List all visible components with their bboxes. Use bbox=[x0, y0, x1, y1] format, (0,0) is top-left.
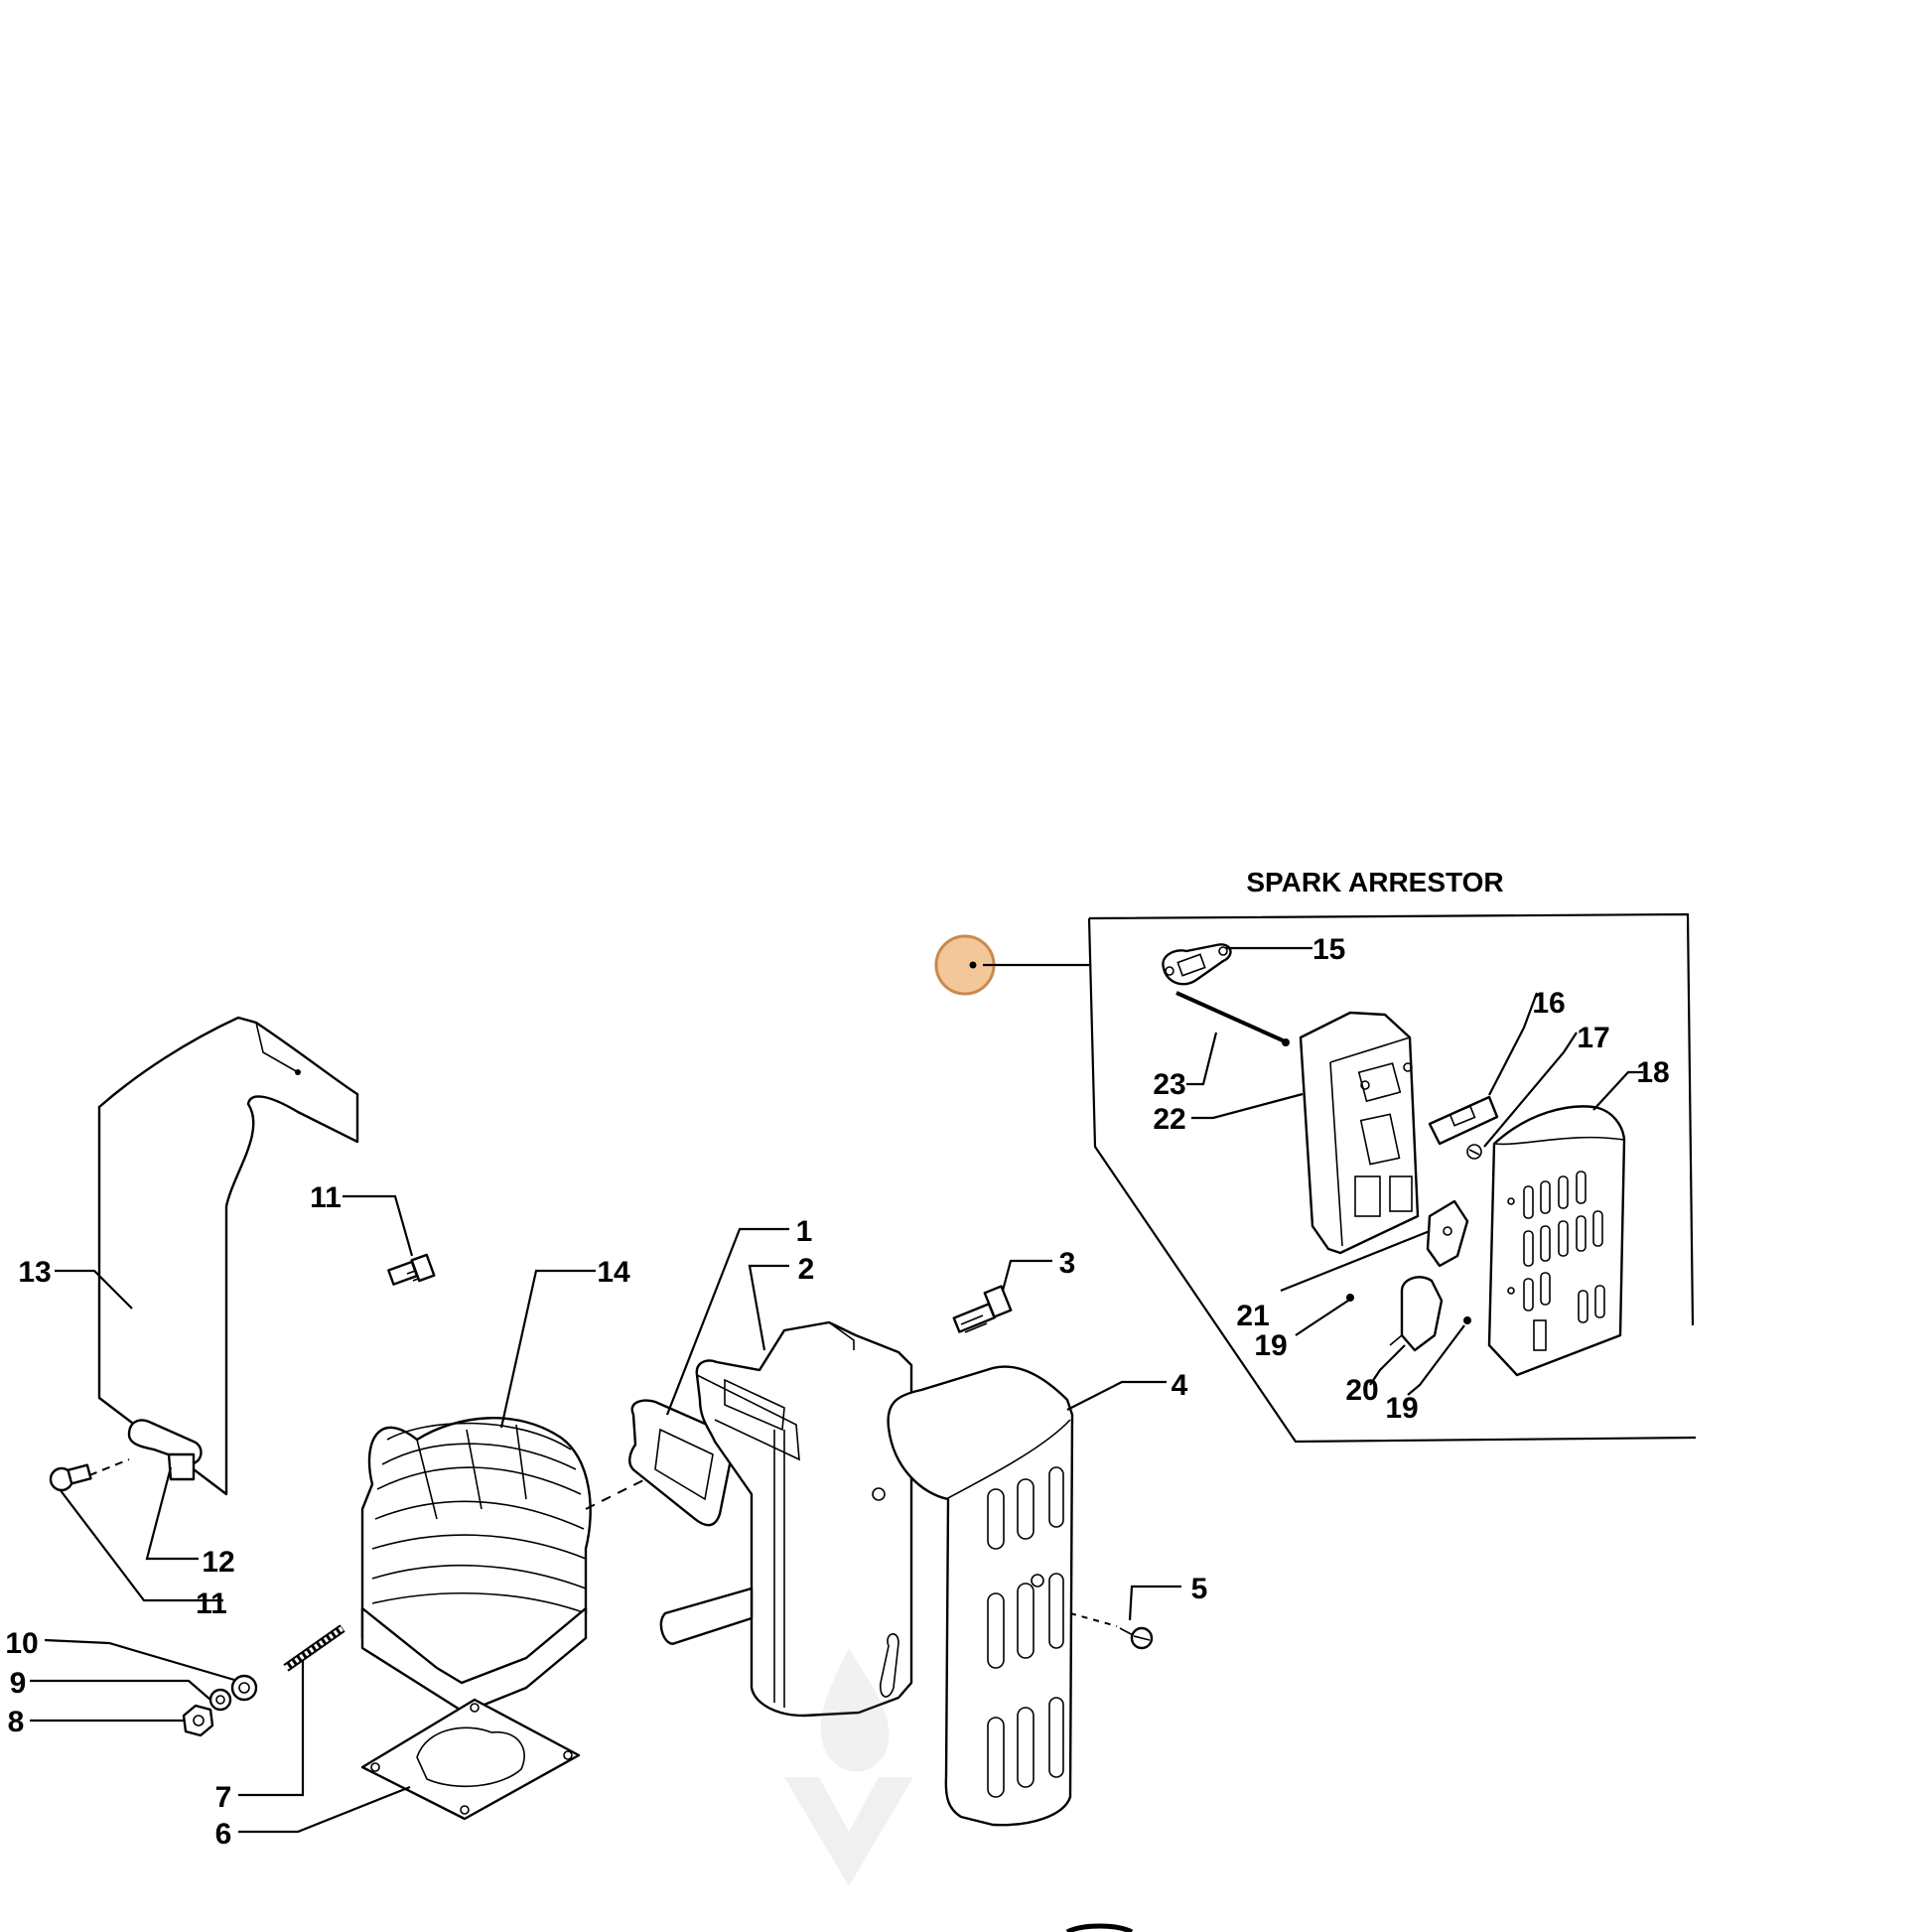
callout-17: 17 bbox=[1577, 1022, 1609, 1054]
callout-9: 9 bbox=[10, 1667, 27, 1700]
part-16-screen bbox=[1428, 1095, 1499, 1146]
callout-13: 13 bbox=[18, 1256, 51, 1289]
axis-line-5 bbox=[1069, 1612, 1118, 1627]
part-11-bolt-lower bbox=[49, 1463, 92, 1492]
callout-6: 6 bbox=[215, 1818, 232, 1851]
leader-6 bbox=[238, 1785, 411, 1834]
spark-arrestor-inset-frame bbox=[1087, 912, 1697, 1444]
part-9-lock-washer bbox=[208, 1688, 232, 1712]
callout-11-lower: 11 bbox=[196, 1587, 227, 1620]
leader-1 bbox=[665, 1227, 789, 1416]
callout-8: 8 bbox=[8, 1706, 25, 1738]
axis-line-cylinder bbox=[585, 1478, 646, 1510]
part-3-bolt bbox=[952, 1285, 1013, 1333]
part-5-screw bbox=[1119, 1626, 1154, 1650]
callout-21: 21 bbox=[1236, 1300, 1269, 1332]
part-8-nut bbox=[182, 1704, 214, 1737]
leader-9 bbox=[30, 1679, 211, 1701]
callout-3: 3 bbox=[1059, 1247, 1076, 1280]
part-2-muffler bbox=[659, 1320, 913, 1718]
callout-23: 23 bbox=[1153, 1068, 1185, 1101]
part-17-screw bbox=[1466, 1144, 1482, 1160]
leader-22 bbox=[1191, 1092, 1304, 1120]
callout-7: 7 bbox=[215, 1781, 232, 1814]
callout-18: 18 bbox=[1636, 1056, 1669, 1089]
part-4-heat-shield bbox=[887, 1365, 1074, 1827]
callout-14: 14 bbox=[597, 1256, 630, 1289]
leader-4 bbox=[1066, 1380, 1167, 1411]
leader-17 bbox=[1483, 1032, 1578, 1148]
callout-16: 16 bbox=[1532, 987, 1565, 1020]
part-13-cylinder-shroud bbox=[97, 1016, 359, 1496]
leader-16 bbox=[1488, 992, 1539, 1096]
callout-1: 1 bbox=[796, 1215, 813, 1248]
leader-2 bbox=[748, 1264, 789, 1351]
axis-line-11 bbox=[88, 1458, 130, 1476]
part-7-stud bbox=[283, 1624, 345, 1672]
cropped-bottom-shape bbox=[1065, 1923, 1134, 1932]
callout-22: 22 bbox=[1153, 1103, 1185, 1136]
leader-19b bbox=[1407, 1324, 1465, 1396]
callout-5: 5 bbox=[1191, 1573, 1208, 1605]
callout-19a: 19 bbox=[1254, 1329, 1287, 1362]
part-6-base-gasket bbox=[360, 1698, 581, 1821]
callout-12: 12 bbox=[202, 1546, 234, 1579]
leader-21 bbox=[1280, 1229, 1431, 1293]
leader-20 bbox=[1369, 1344, 1406, 1386]
callout-15: 15 bbox=[1312, 933, 1345, 966]
spark-arrestor-title: SPARK ARRESTOR bbox=[1246, 867, 1503, 897]
callout-10: 10 bbox=[5, 1627, 38, 1660]
leader-12 bbox=[145, 1466, 199, 1561]
leader-13 bbox=[55, 1269, 133, 1310]
callout-19b: 19 bbox=[1385, 1392, 1418, 1425]
part-22-arrestor-body bbox=[1299, 1011, 1420, 1255]
part-18-arrestor-cover bbox=[1487, 1105, 1626, 1377]
part-21-clamp bbox=[1426, 1199, 1469, 1268]
part-19-screw-b bbox=[1463, 1316, 1471, 1324]
leader-11-lower bbox=[59, 1488, 223, 1602]
callout-20: 20 bbox=[1345, 1374, 1378, 1407]
leader-10 bbox=[44, 1638, 235, 1682]
leader-7 bbox=[238, 1660, 305, 1797]
part-11-bolt-upper bbox=[387, 1253, 436, 1286]
part-10-washer bbox=[230, 1674, 258, 1702]
part-19-screw-a bbox=[1346, 1294, 1354, 1302]
part-23-pin bbox=[1175, 991, 1290, 1046]
leader-19a bbox=[1295, 1300, 1349, 1336]
leader-18 bbox=[1592, 1070, 1643, 1111]
leader-23 bbox=[1186, 1032, 1218, 1086]
leader-5 bbox=[1128, 1585, 1181, 1621]
leader-11-upper bbox=[343, 1194, 414, 1257]
callout-4: 4 bbox=[1172, 1369, 1188, 1402]
part-20-bracket bbox=[1389, 1276, 1444, 1352]
callout-2: 2 bbox=[798, 1253, 815, 1286]
callout-11-upper: 11 bbox=[310, 1181, 342, 1214]
spark-arrestor-hotspot[interactable] bbox=[934, 934, 1089, 996]
watermark-logo bbox=[784, 1648, 913, 1886]
leader-14 bbox=[499, 1269, 596, 1429]
leader-3 bbox=[1001, 1259, 1052, 1292]
part-14-cylinder bbox=[360, 1417, 592, 1715]
part-15-gasket bbox=[1162, 943, 1232, 986]
